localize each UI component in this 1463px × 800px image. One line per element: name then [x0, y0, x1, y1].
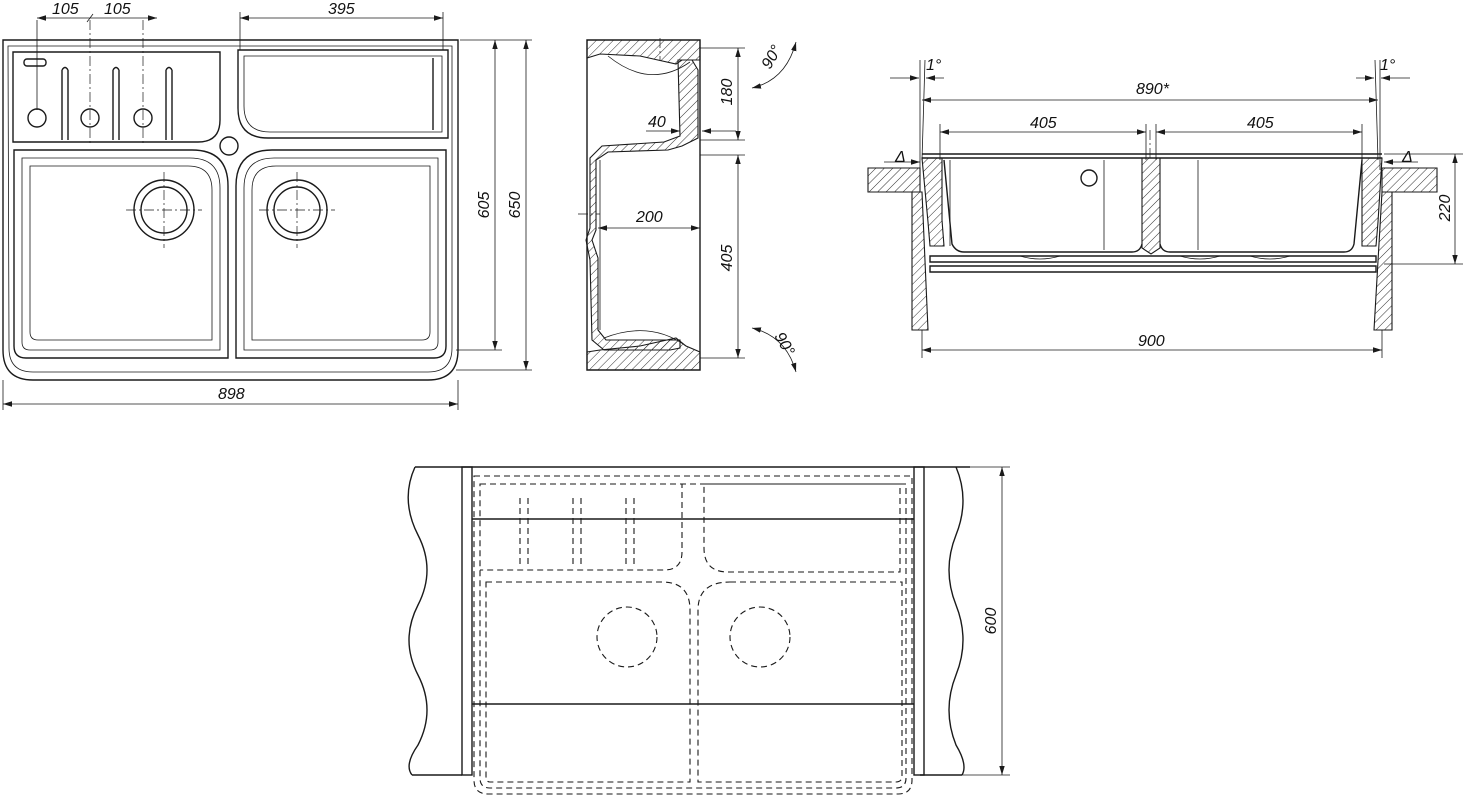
logo-plate: [23, 58, 47, 67]
dim-bowl-left: 405: [1030, 115, 1057, 132]
angle-right: 1°: [1380, 57, 1396, 74]
dim-hole-spacing-1: 105: [52, 1, 79, 18]
dim-depth: 200: [635, 209, 663, 226]
dim-cabinet: 900: [1138, 333, 1165, 350]
dim-lip: 40: [648, 114, 666, 131]
tap-hole-1: [27, 108, 47, 128]
dim-hole-spacing-2: 105: [104, 1, 131, 18]
overflow-hole: [219, 136, 239, 156]
angle-top: 90°: [759, 42, 786, 72]
dim-depth-install: 600: [983, 608, 1000, 635]
top-view: 105 105 395 605 650 898: [2, 1, 532, 410]
dim-bowl-height: 405: [719, 245, 736, 272]
dim-cutout: 890*: [1136, 81, 1170, 98]
dim-total-width: 898: [218, 386, 245, 403]
delta-right: Δ: [1401, 149, 1413, 166]
angle-bottom: 90°: [771, 330, 798, 360]
dim-inner-height: 605: [476, 192, 493, 219]
delta-left: Δ: [894, 149, 906, 166]
dim-total-height: 650: [507, 192, 524, 219]
side-section: 180 405 90° 90° 40 200: [578, 38, 798, 373]
install-view: 600: [407, 466, 1010, 795]
drain-right-outline: [729, 606, 791, 668]
dim-drainer-width: 395: [328, 1, 355, 18]
dim-height: 220: [1437, 195, 1454, 223]
drain-left-outline: [596, 606, 658, 668]
countertop-right: [1381, 167, 1438, 193]
tap-hole-2: [80, 108, 100, 128]
tap-hole-3: [133, 108, 153, 128]
front-section: 1° 1° 890* 405 405 Δ Δ 220 900: [867, 57, 1463, 358]
dim-top-height: 180: [719, 79, 736, 106]
angle-left: 1°: [926, 57, 942, 74]
countertop-left: [867, 167, 921, 193]
dim-bowl-right: 405: [1247, 115, 1274, 132]
